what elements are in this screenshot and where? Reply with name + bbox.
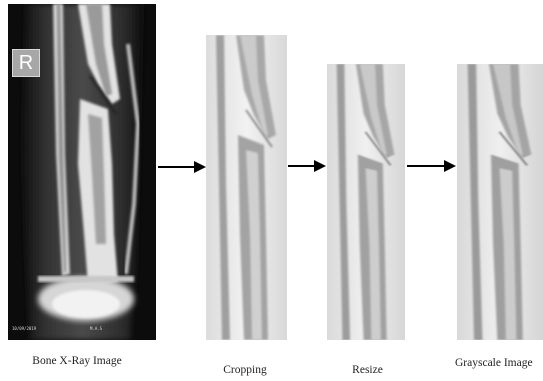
right-arrow-icon (158, 161, 206, 173)
right-arrow-icon (288, 160, 326, 172)
arrow-to-cropping (158, 161, 206, 173)
arrow-to-resize (288, 160, 326, 172)
caption-resize: Resize (340, 364, 395, 376)
cropped-xray-image (206, 35, 287, 340)
grayscale-xray-image (457, 64, 543, 340)
film-stamp-date: 10/09/2019 (12, 326, 36, 331)
film-stamp-exposure: M.A.S (90, 326, 102, 331)
grayscale-xray-graphic (457, 64, 543, 340)
arrow-to-grayscale (407, 160, 456, 172)
caption-grayscale-image: Grayscale Image (455, 357, 543, 369)
right-arrow-icon (407, 160, 456, 172)
cropped-xray-graphic (206, 35, 287, 340)
caption-cropping: Cropping (210, 364, 280, 376)
original-xray-image: R 10/09/2019 M.A.S (8, 4, 156, 340)
caption-bone-xray-image: Bone X-Ray Image (22, 355, 132, 367)
side-marker-r: R (12, 49, 40, 77)
resized-xray-image (327, 64, 405, 340)
resized-xray-graphic (327, 64, 405, 340)
